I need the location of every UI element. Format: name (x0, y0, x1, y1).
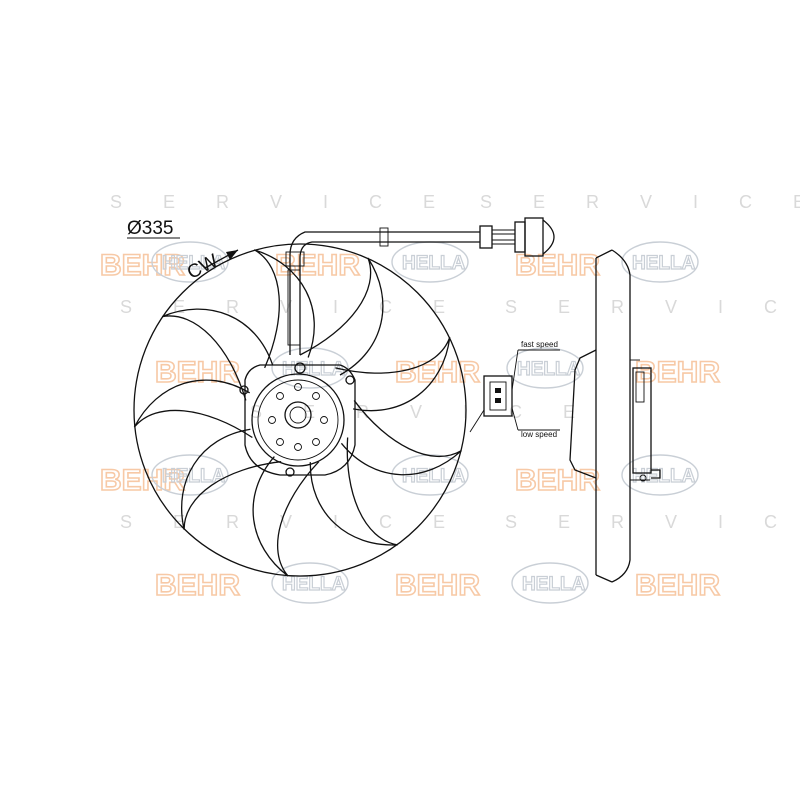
watermark-service: S E R V I C E (120, 512, 463, 532)
diameter-label: Ø335 (127, 218, 173, 239)
watermark-behr: BEHR (155, 356, 240, 389)
side-blade-profile (569, 349, 597, 479)
watermark-service: S E R V I C E (480, 192, 800, 212)
watermark-service: S E R V I C E (505, 512, 800, 532)
side-ring-back (611, 249, 631, 583)
ground-leader (469, 409, 485, 433)
watermark-behr: BEHR (635, 569, 720, 602)
fan-blade (180, 428, 282, 530)
watermark-hella-badge: HELLA (391, 241, 469, 283)
watermark-hella-badge: HELLA (151, 241, 229, 283)
watermark-hella-badge: HELLA (506, 347, 584, 389)
fan-side-view (569, 249, 661, 583)
watermark-behr: BEHR (155, 569, 240, 602)
watermark-service: S E R V I C E (505, 297, 800, 317)
side-motor (632, 367, 652, 474)
watermark-hella-badge: HELLA (151, 454, 229, 496)
watermark-service: S E R V I C E (120, 297, 463, 317)
watermark-hella: HELLA (162, 466, 226, 487)
watermark-layer: S E R V I C E S E R V I C E S E R V I C … (99, 192, 800, 604)
watermark-behr: BEHR (515, 464, 600, 497)
watermark-hella: HELLA (522, 574, 586, 595)
connector-pins (489, 381, 507, 411)
watermark-hella: HELLA (517, 359, 581, 380)
watermark-service: S E R V I C E (110, 192, 453, 212)
motor-hub (239, 362, 356, 477)
cable-harness (285, 217, 555, 355)
watermark-hella: HELLA (162, 253, 226, 274)
watermark-behr: BEHR (635, 356, 720, 389)
low-speed-label: low speed (521, 430, 557, 439)
fan-blade (299, 257, 384, 376)
fan-blade (309, 437, 398, 546)
fast-speed-label: fast speed (521, 340, 558, 349)
watermark-behr: BEHR (515, 249, 600, 282)
connector-body (483, 375, 513, 417)
watermark-hella-badge: HELLA (621, 454, 699, 496)
fan-blade (252, 456, 320, 577)
fan-outer-ring (133, 243, 467, 577)
watermark-hella: HELLA (632, 253, 696, 274)
watermark-hella-badge: HELLA (621, 241, 699, 283)
watermark-hella: HELLA (402, 253, 466, 274)
cw-arrow (204, 249, 239, 269)
fan-blades (133, 249, 462, 577)
fan-front-view: CW Ø335 (127, 217, 555, 577)
watermark-hella-badge: HELLA (271, 562, 349, 604)
watermark-hella: HELLA (282, 574, 346, 595)
fan-blade (161, 308, 274, 401)
watermark-hella: HELLA (632, 466, 696, 487)
watermark-hella-badge: HELLA (511, 562, 589, 604)
watermark-behr: BEHR (395, 569, 480, 602)
connector-pin (495, 388, 501, 393)
watermark-service: S E R V I C E (250, 402, 593, 422)
connector-pin (495, 398, 501, 403)
watermark-behr: BEHR (100, 249, 185, 282)
connector-detail: fast speed low speed (469, 340, 560, 439)
fan-blade (335, 337, 451, 412)
fast-speed-leader (511, 349, 519, 391)
fan-blade (340, 400, 462, 476)
fan-blade (133, 379, 253, 439)
fan-blade (254, 249, 315, 369)
low-speed-leader (511, 407, 519, 431)
watermark-behr: BEHR (275, 249, 360, 282)
